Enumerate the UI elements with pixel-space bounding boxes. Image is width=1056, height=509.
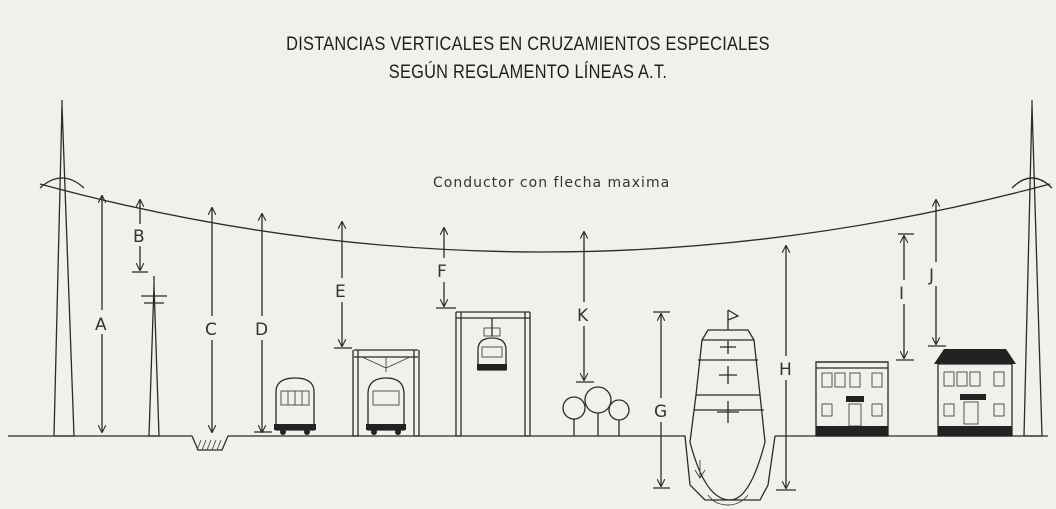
small-pole (141, 276, 167, 437)
dimension-j: J (926, 200, 946, 347)
ditch (191, 435, 229, 451)
house (934, 349, 1016, 437)
label-c: C (205, 320, 217, 340)
dimension-g: G (651, 311, 671, 489)
ship (655, 309, 776, 506)
tower-right (1011, 100, 1053, 437)
conductor-line (39, 183, 1051, 253)
label-i: I (899, 284, 904, 304)
conductor-label: Conductor con flecha maxima (433, 175, 670, 191)
dimension-a: A (92, 196, 112, 432)
dimension-c: C (202, 208, 222, 432)
label-d: D (255, 320, 268, 340)
catenary-tram (352, 349, 420, 437)
dimension-d: D (252, 214, 272, 432)
diagram-subtitle: SEGÚN REGLAMENTO LÍNEAS A.T. (388, 62, 668, 83)
label-g: G (654, 402, 667, 422)
diagram-title: DISTANCIAS VERTICALES EN CRUZAMIENTOS ES… (286, 34, 770, 55)
dimension-h: H (776, 246, 796, 491)
label-h: H (779, 360, 792, 380)
label-j: J (928, 266, 934, 286)
tower-left (39, 100, 85, 437)
dimension-f: F (434, 228, 456, 309)
label-e: E (335, 282, 346, 302)
cable-car (455, 311, 531, 437)
trees (562, 386, 630, 436)
label-f: F (437, 262, 447, 282)
dimension-k: K (574, 232, 594, 383)
label-b: B (133, 227, 145, 247)
building (815, 361, 889, 437)
dimension-i: I (896, 233, 914, 361)
dimension-b: B (131, 200, 149, 273)
train-car (274, 377, 316, 435)
label-a: A (95, 315, 107, 335)
label-k: K (577, 306, 589, 326)
dimension-e: E (332, 222, 352, 349)
